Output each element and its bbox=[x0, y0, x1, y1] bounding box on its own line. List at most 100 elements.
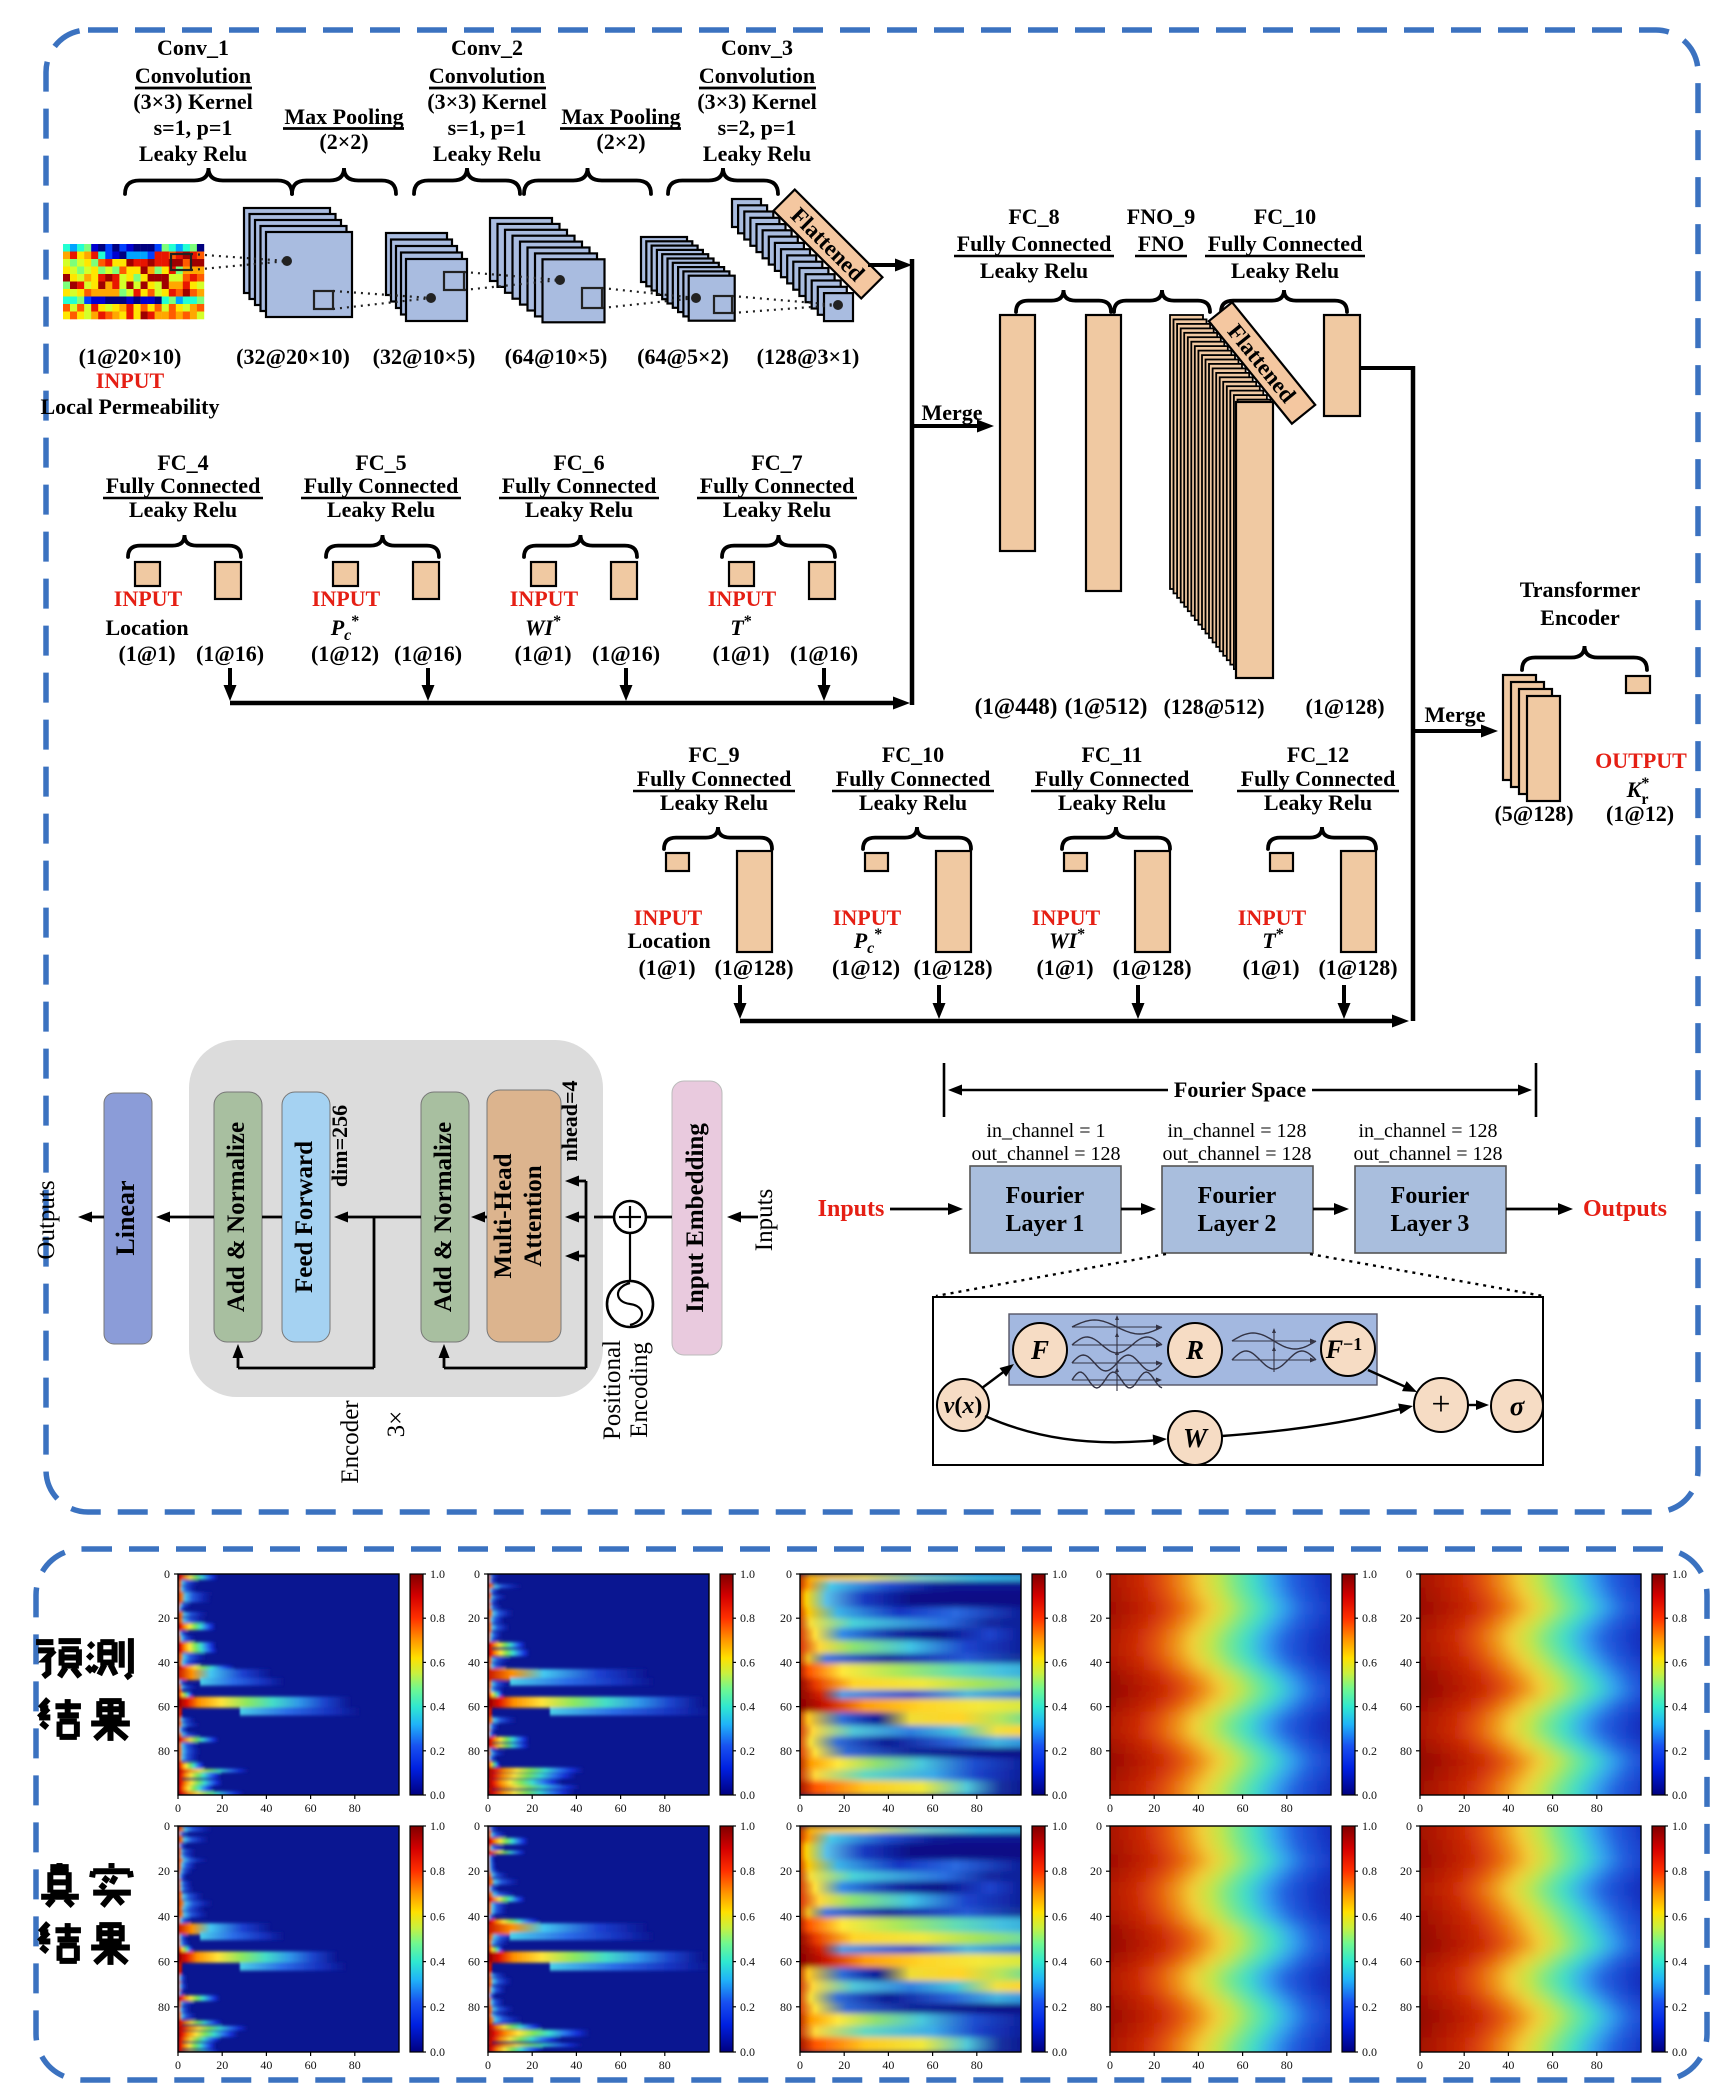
svg-text:40: 40 bbox=[158, 1909, 170, 1923]
svg-text:1.0: 1.0 bbox=[430, 1567, 445, 1581]
svg-text:20: 20 bbox=[216, 2058, 228, 2072]
svg-text:0: 0 bbox=[1406, 1567, 1412, 1581]
svg-text:0.0: 0.0 bbox=[1052, 2045, 1067, 2059]
svg-text:60: 60 bbox=[1090, 1700, 1102, 1714]
svg-text:dim=256: dim=256 bbox=[327, 1105, 352, 1187]
svg-text:Conv_1: Conv_1 bbox=[157, 35, 229, 60]
svg-text:(3×3) Kernel: (3×3) Kernel bbox=[697, 89, 816, 114]
svg-text:80: 80 bbox=[1400, 1744, 1412, 1758]
svg-text:INPUT: INPUT bbox=[114, 586, 183, 611]
svg-text:40: 40 bbox=[468, 1909, 480, 1923]
svg-text:0: 0 bbox=[1406, 1819, 1412, 1833]
svg-text:Outputs: Outputs bbox=[33, 1180, 60, 1259]
svg-text:20: 20 bbox=[1400, 1864, 1412, 1878]
svg-text:0.6: 0.6 bbox=[1362, 1909, 1377, 1923]
svg-text:Layer 1: Layer 1 bbox=[1006, 1211, 1085, 1237]
svg-text:0: 0 bbox=[1417, 1801, 1423, 1815]
svg-text:0: 0 bbox=[1417, 2058, 1423, 2072]
svg-text:(64@10×5): (64@10×5) bbox=[505, 344, 608, 369]
svg-text:(1@1): (1@1) bbox=[118, 641, 175, 666]
svg-text:40: 40 bbox=[468, 1655, 480, 1669]
svg-text:(64@5×2): (64@5×2) bbox=[637, 344, 729, 369]
svg-text:Fully Connected: Fully Connected bbox=[1035, 766, 1190, 791]
svg-text:1.0: 1.0 bbox=[430, 1819, 445, 1833]
svg-text:0.8: 0.8 bbox=[1362, 1864, 1377, 1878]
svg-text:0.2: 0.2 bbox=[1362, 1744, 1377, 1758]
svg-text:80: 80 bbox=[971, 2058, 983, 2072]
svg-text:80: 80 bbox=[1090, 2000, 1102, 2014]
svg-text:Leaky Relu: Leaky Relu bbox=[129, 497, 237, 522]
svg-text:Leaky Relu: Leaky Relu bbox=[1231, 258, 1339, 283]
svg-text:INPUT: INPUT bbox=[833, 905, 902, 930]
svg-text:1.0: 1.0 bbox=[740, 1567, 755, 1581]
svg-text:FC_4: FC_4 bbox=[157, 450, 208, 475]
svg-text:out_channel = 128: out_channel = 128 bbox=[1353, 1143, 1502, 1165]
svg-text:0.6: 0.6 bbox=[1672, 1909, 1687, 1923]
svg-text:(2×2): (2×2) bbox=[319, 129, 368, 154]
svg-text:Location: Location bbox=[627, 928, 710, 953]
svg-text:0.0: 0.0 bbox=[430, 2045, 445, 2059]
svg-text:W: W bbox=[1183, 1423, 1209, 1453]
svg-text:0.0: 0.0 bbox=[1362, 2045, 1377, 2059]
svg-text:60: 60 bbox=[1400, 1700, 1412, 1714]
svg-text:T*: T* bbox=[1262, 926, 1283, 953]
svg-text:nhead=4: nhead=4 bbox=[557, 1080, 582, 1161]
svg-text:20: 20 bbox=[158, 1864, 170, 1878]
svg-text:Multi-Head: Multi-Head bbox=[490, 1153, 517, 1278]
svg-text:(128@512): (128@512) bbox=[1163, 694, 1264, 719]
svg-text:20: 20 bbox=[838, 1801, 850, 1815]
svg-text:80: 80 bbox=[659, 2058, 671, 2072]
svg-text:(3×3) Kernel: (3×3) Kernel bbox=[133, 89, 252, 114]
svg-text:20: 20 bbox=[216, 1801, 228, 1815]
svg-text:40: 40 bbox=[780, 1655, 792, 1669]
svg-text:WI*: WI* bbox=[1049, 926, 1085, 953]
svg-text:0.4: 0.4 bbox=[1052, 1955, 1067, 1969]
svg-text:80: 80 bbox=[158, 1744, 170, 1758]
svg-text:60: 60 bbox=[1547, 1801, 1559, 1815]
svg-text:80: 80 bbox=[1281, 1801, 1293, 1815]
svg-text:20: 20 bbox=[1458, 1801, 1470, 1815]
svg-text:Fourier: Fourier bbox=[1006, 1183, 1085, 1209]
svg-text:0.8: 0.8 bbox=[1052, 1864, 1067, 1878]
svg-text:40: 40 bbox=[570, 1801, 582, 1815]
svg-text:Fully Connected: Fully Connected bbox=[502, 473, 657, 498]
svg-text:0: 0 bbox=[1096, 1567, 1102, 1581]
svg-text:0.8: 0.8 bbox=[1362, 1611, 1377, 1625]
svg-text:FNO_9: FNO_9 bbox=[1127, 204, 1195, 229]
svg-text:60: 60 bbox=[468, 1700, 480, 1714]
svg-text:80: 80 bbox=[158, 2000, 170, 2014]
svg-text:0: 0 bbox=[164, 1819, 170, 1833]
svg-text:80: 80 bbox=[1591, 1801, 1603, 1815]
svg-text:0.8: 0.8 bbox=[1672, 1864, 1687, 1878]
svg-text:0.6: 0.6 bbox=[740, 1909, 755, 1923]
svg-text:60: 60 bbox=[780, 1955, 792, 1969]
svg-text:60: 60 bbox=[1400, 1955, 1412, 1969]
svg-text:80: 80 bbox=[971, 1801, 983, 1815]
svg-text:(1@12): (1@12) bbox=[311, 641, 379, 666]
svg-text:0.2: 0.2 bbox=[1672, 2000, 1687, 2014]
svg-text:1.0: 1.0 bbox=[1672, 1819, 1687, 1833]
svg-text:0.6: 0.6 bbox=[1052, 1909, 1067, 1923]
svg-text:Convolution: Convolution bbox=[699, 63, 815, 88]
svg-text:0: 0 bbox=[474, 1819, 480, 1833]
svg-text:40: 40 bbox=[1090, 1909, 1102, 1923]
svg-text:(1@1): (1@1) bbox=[1242, 955, 1299, 980]
svg-text:0: 0 bbox=[1107, 1801, 1113, 1815]
svg-text:0.6: 0.6 bbox=[740, 1655, 755, 1669]
svg-text:FC_9: FC_9 bbox=[688, 742, 739, 767]
svg-text:0.4: 0.4 bbox=[430, 1700, 445, 1714]
svg-text:Conv_3: Conv_3 bbox=[721, 35, 793, 60]
svg-text:0: 0 bbox=[485, 2058, 491, 2072]
svg-text:(1@1): (1@1) bbox=[514, 641, 571, 666]
svg-text:(1@16): (1@16) bbox=[592, 641, 660, 666]
svg-text:80: 80 bbox=[780, 1744, 792, 1758]
svg-text:0.4: 0.4 bbox=[1672, 1700, 1687, 1714]
svg-text:FNO: FNO bbox=[1138, 231, 1184, 256]
svg-text:s=1, p=1: s=1, p=1 bbox=[154, 115, 233, 140]
svg-text:Location: Location bbox=[105, 615, 188, 640]
svg-text:σ: σ bbox=[1510, 1391, 1526, 1421]
svg-text:v(x): v(x) bbox=[944, 1393, 983, 1419]
svg-text:0: 0 bbox=[797, 2058, 803, 2072]
svg-text:20: 20 bbox=[468, 1864, 480, 1878]
svg-text:60: 60 bbox=[305, 2058, 317, 2072]
